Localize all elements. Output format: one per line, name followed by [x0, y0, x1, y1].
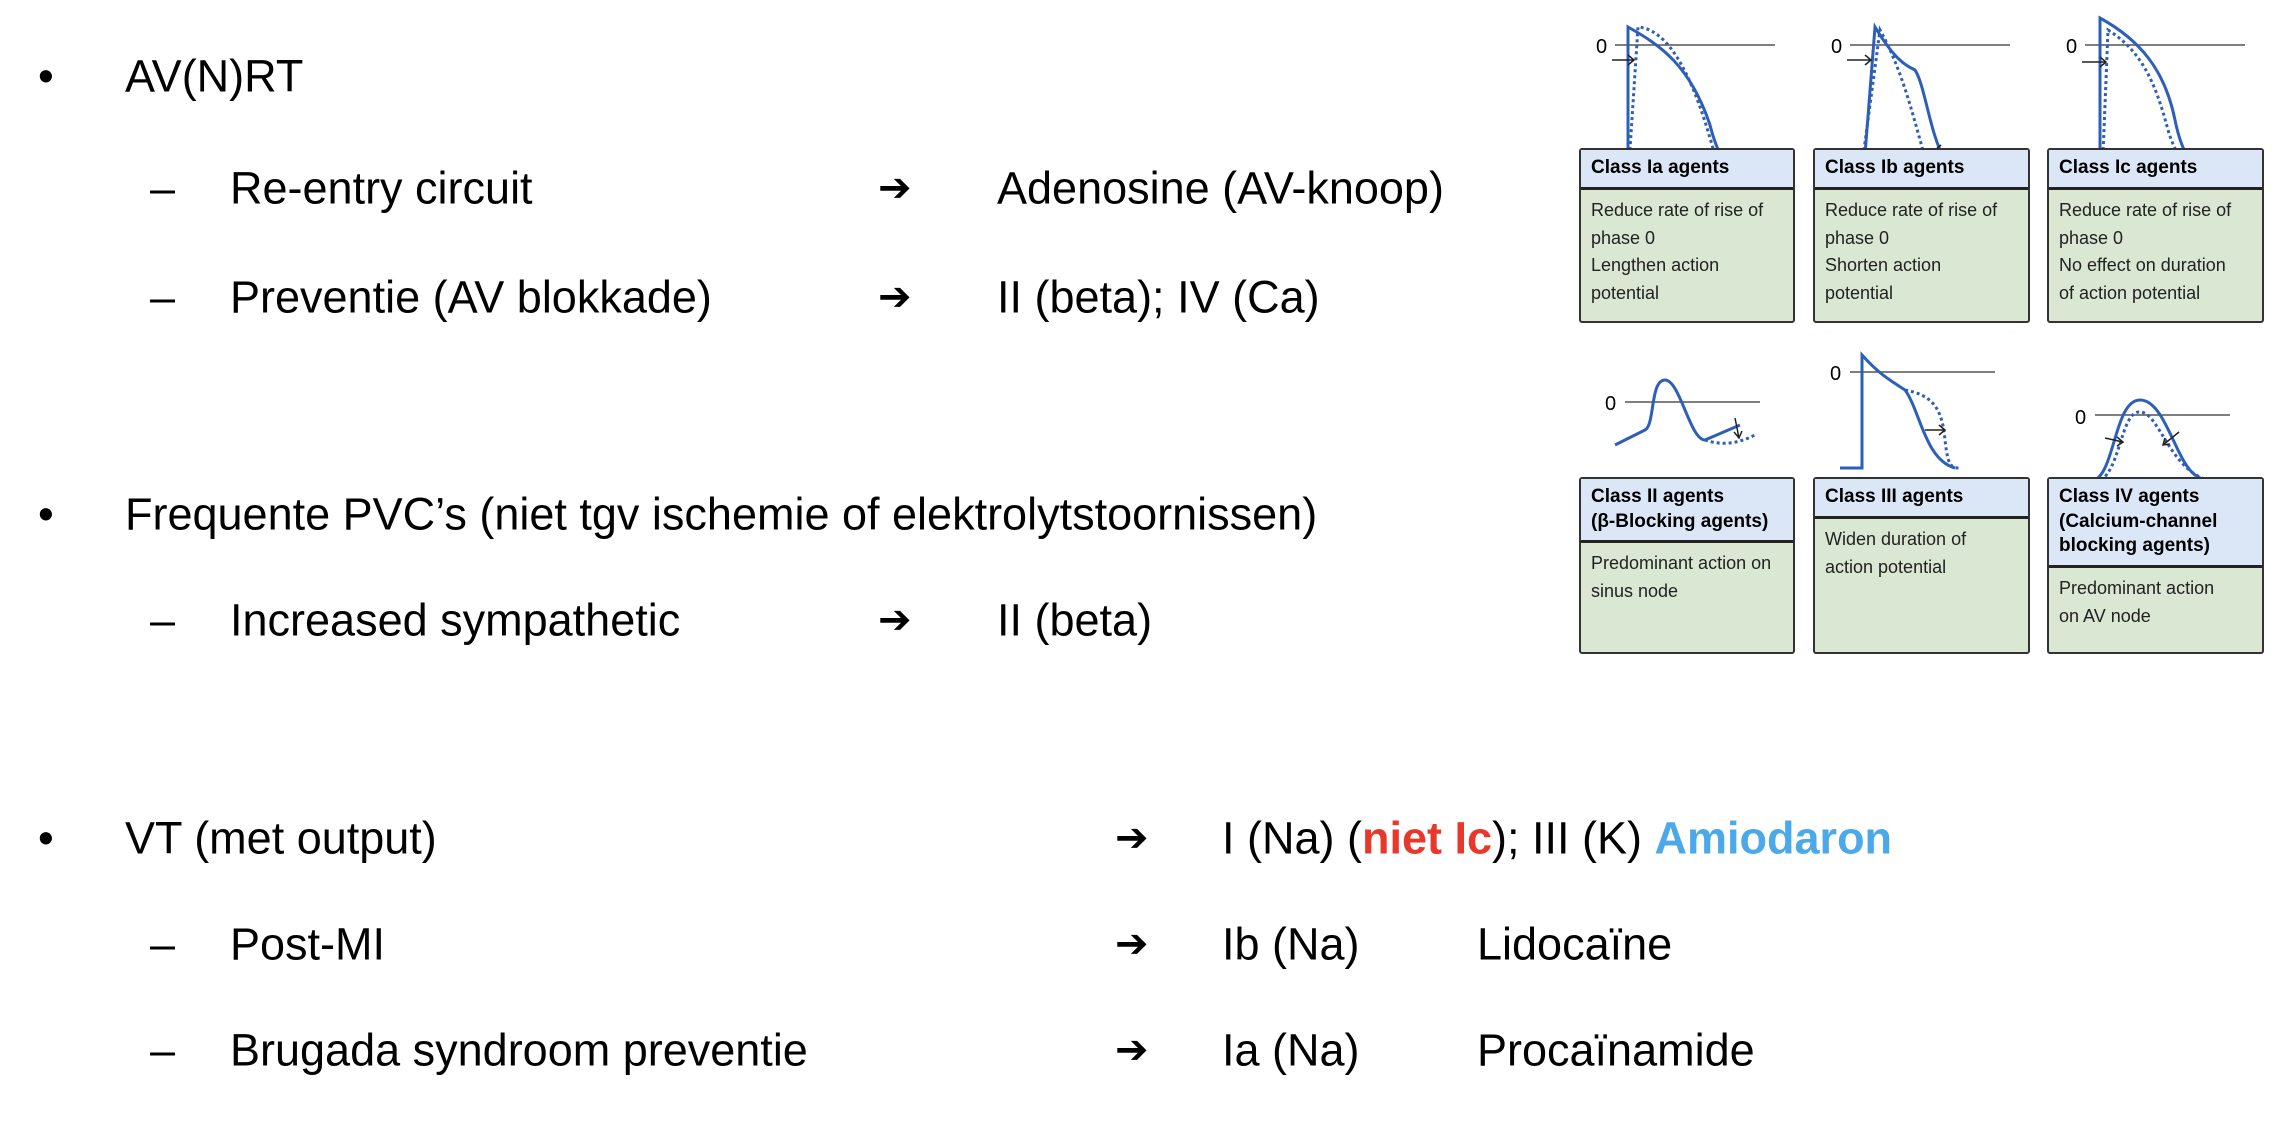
card-title-line: (β-Blocking agents) — [1591, 510, 1769, 532]
arrow-right-icon: ➔ — [1115, 816, 1149, 860]
svg-text:0: 0 — [1830, 363, 1841, 385]
item-result: II (beta); IV (Ca) — [997, 271, 1320, 323]
card-title: Class III agents — [1815, 479, 2028, 519]
card-line: action potential — [1825, 556, 1947, 577]
card-title-line: (Calcium-channel — [2059, 510, 2218, 532]
bullet-icon: • — [38, 488, 54, 540]
arrow-right-icon: ➔ — [878, 166, 912, 210]
item-drug: Procaïnamide — [1477, 1024, 1755, 1076]
card-title: Class Ib agents — [1815, 150, 2028, 190]
card-title: Class IV agents (Calcium-channel blocking … — [2049, 479, 2262, 569]
card-line: of action potential — [2059, 283, 2201, 304]
card-line: Reduce rate of rise of — [1591, 199, 1764, 220]
dash-icon: – — [150, 594, 176, 646]
svg-text:0: 0 — [1605, 393, 1616, 415]
item-result: Ib (Na) — [1222, 918, 1360, 970]
item-result: Adenosine (AV-knoop) — [997, 162, 1444, 214]
card-line: phase 0 — [2059, 227, 2124, 248]
class-iii-card: Class III agents Widen duration of action… — [1813, 477, 2030, 654]
card-line: sinus node — [1591, 581, 1679, 602]
item-label: Preventie (AV blokkade) — [230, 271, 712, 323]
item-label: Brugada syndroom preventie — [230, 1024, 808, 1076]
class-iv-card: Class IV agents (Calcium-channel blocking … — [2047, 477, 2264, 654]
arrow-right-icon: ➔ — [1115, 1028, 1149, 1072]
dash-icon: – — [150, 271, 176, 323]
card-line: Predominant action — [2059, 578, 2215, 599]
arrow-right-icon: ➔ — [1115, 922, 1149, 966]
section-pvc-heading: Frequente PVC’s (niet tgv ischemie of el… — [125, 488, 1318, 540]
card-line: Predominant action on — [1591, 553, 1772, 574]
card-line: Reduce rate of rise of — [1825, 199, 1998, 220]
card-line: Reduce rate of rise of — [2059, 199, 2232, 220]
section-vt-heading: VT (met output) — [125, 812, 437, 864]
card-title: Class Ic agents — [2049, 150, 2262, 190]
card-line: phase 0 — [1591, 227, 1656, 248]
card-line: potential — [1825, 283, 1894, 304]
item-result: II (beta) — [997, 594, 1153, 646]
class-ia-card: Class Ia agents Reduce rate of rise of ph… — [1579, 148, 1795, 323]
vt-result-part: I (Na) ( — [1222, 812, 1362, 864]
card-title-line: blocking agents) — [2059, 535, 2210, 557]
vt-result-part: ); III (K) — [1492, 812, 1655, 864]
svg-text:0: 0 — [1596, 36, 1607, 58]
class-ib-card: Class Ib agents Reduce rate of rise of ph… — [1813, 148, 2030, 323]
class-iv-waveform: 0 — [2075, 398, 2230, 484]
svg-text:0: 0 — [2075, 407, 2086, 429]
card-body: Reduce rate of rise of phase 0 No effect o… — [2049, 190, 2262, 316]
card-line: No effect on duration — [2059, 255, 2226, 276]
item-result: Ia (Na) — [1222, 1024, 1360, 1076]
card-body: Reduce rate of rise of phase 0 Shorten act… — [1815, 190, 2028, 316]
card-body: Widen duration of action potential — [1815, 519, 2028, 589]
card-title-line: Class II agents — [1591, 486, 1725, 507]
card-line: Widen duration of — [1825, 528, 1967, 549]
warning-text: niet Ic — [1362, 812, 1493, 864]
item-label: Re-entry circuit — [230, 162, 533, 214]
highlight-drug: Amiodaron — [1654, 812, 1893, 864]
class-ic-card: Class Ic agents Reduce rate of rise of ph… — [2047, 148, 2264, 323]
arrow-right-icon: ➔ — [878, 598, 912, 642]
class-ii-waveform: 0 — [1605, 378, 1760, 447]
card-line: phase 0 — [1825, 227, 1890, 248]
card-line: Lengthen action — [1591, 255, 1720, 276]
vt-result: I (Na) (niet Ic); III (K) Amiodaron — [1222, 816, 1892, 861]
item-drug: Lidocaïne — [1477, 918, 1673, 970]
card-body: Reduce rate of rise of phase 0 Lengthen ac… — [1581, 190, 1793, 316]
item-label: Post-MI — [230, 918, 386, 970]
card-title: Class II agents (β-Blocking agents) — [1581, 479, 1793, 544]
arrow-right-icon: ➔ — [878, 275, 912, 319]
dash-icon: – — [150, 162, 176, 214]
card-body: Predominant action on sinus node — [1581, 543, 1793, 613]
card-line: potential — [1591, 283, 1660, 304]
svg-text:0: 0 — [2066, 36, 2077, 58]
bullet-icon: • — [38, 50, 54, 102]
dash-icon: – — [150, 918, 176, 970]
dash-icon: – — [150, 1024, 176, 1076]
class-iii-waveform: 0 — [1830, 351, 1995, 470]
card-title: Class Ia agents — [1581, 150, 1793, 190]
svg-text:0: 0 — [1831, 36, 1842, 58]
card-title-line: Class IV agents — [2059, 486, 2200, 507]
class-ii-card: Class II agents (β-Blocking agents) Predo… — [1579, 477, 1795, 654]
section-avnrt-heading: AV(N)RT — [125, 50, 304, 102]
card-line: Shorten action — [1825, 255, 1942, 276]
card-line: on AV node — [2059, 605, 2151, 626]
bullet-icon: • — [38, 812, 54, 864]
item-label: Increased sympathetic — [230, 594, 681, 646]
card-body: Predominant action on AV node — [2049, 568, 2262, 638]
